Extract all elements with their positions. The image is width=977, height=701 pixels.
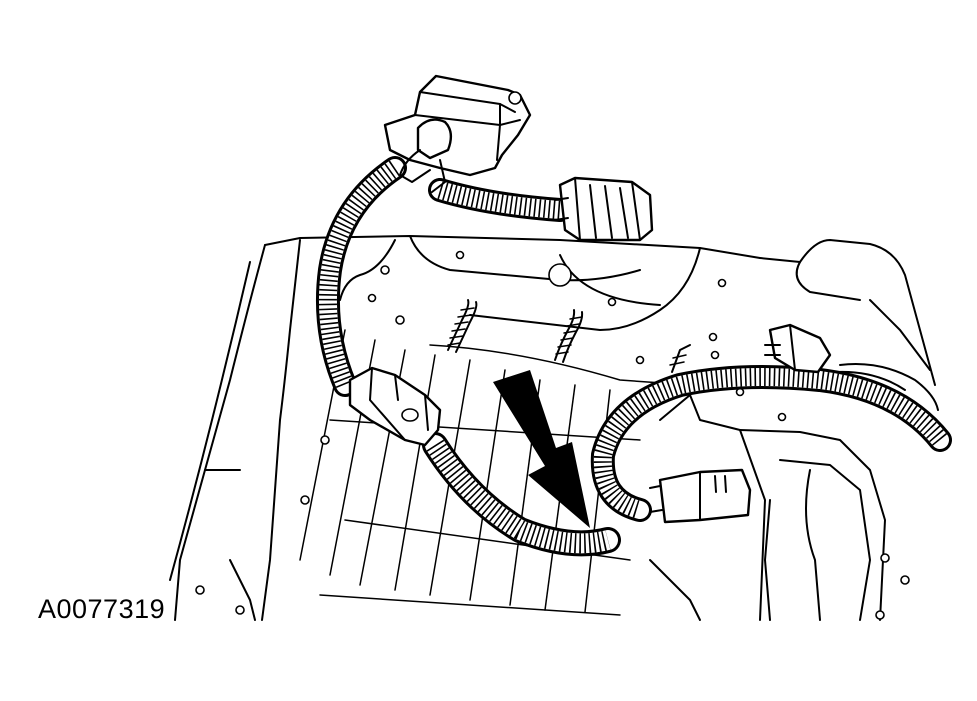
seat-springs xyxy=(299,299,691,616)
mounting-holes xyxy=(195,250,910,620)
harness-connector-right xyxy=(649,468,752,524)
arrow-icon xyxy=(493,370,590,528)
seat-frame xyxy=(169,235,936,621)
wiring-harness xyxy=(315,156,952,557)
seat-belt-sensor-module xyxy=(383,74,532,193)
harness-connector-upper xyxy=(554,176,654,242)
harness-connector-middle xyxy=(348,366,442,447)
harness-connector-top-right xyxy=(764,323,832,374)
figure-id-label: A0077319 xyxy=(38,594,166,624)
